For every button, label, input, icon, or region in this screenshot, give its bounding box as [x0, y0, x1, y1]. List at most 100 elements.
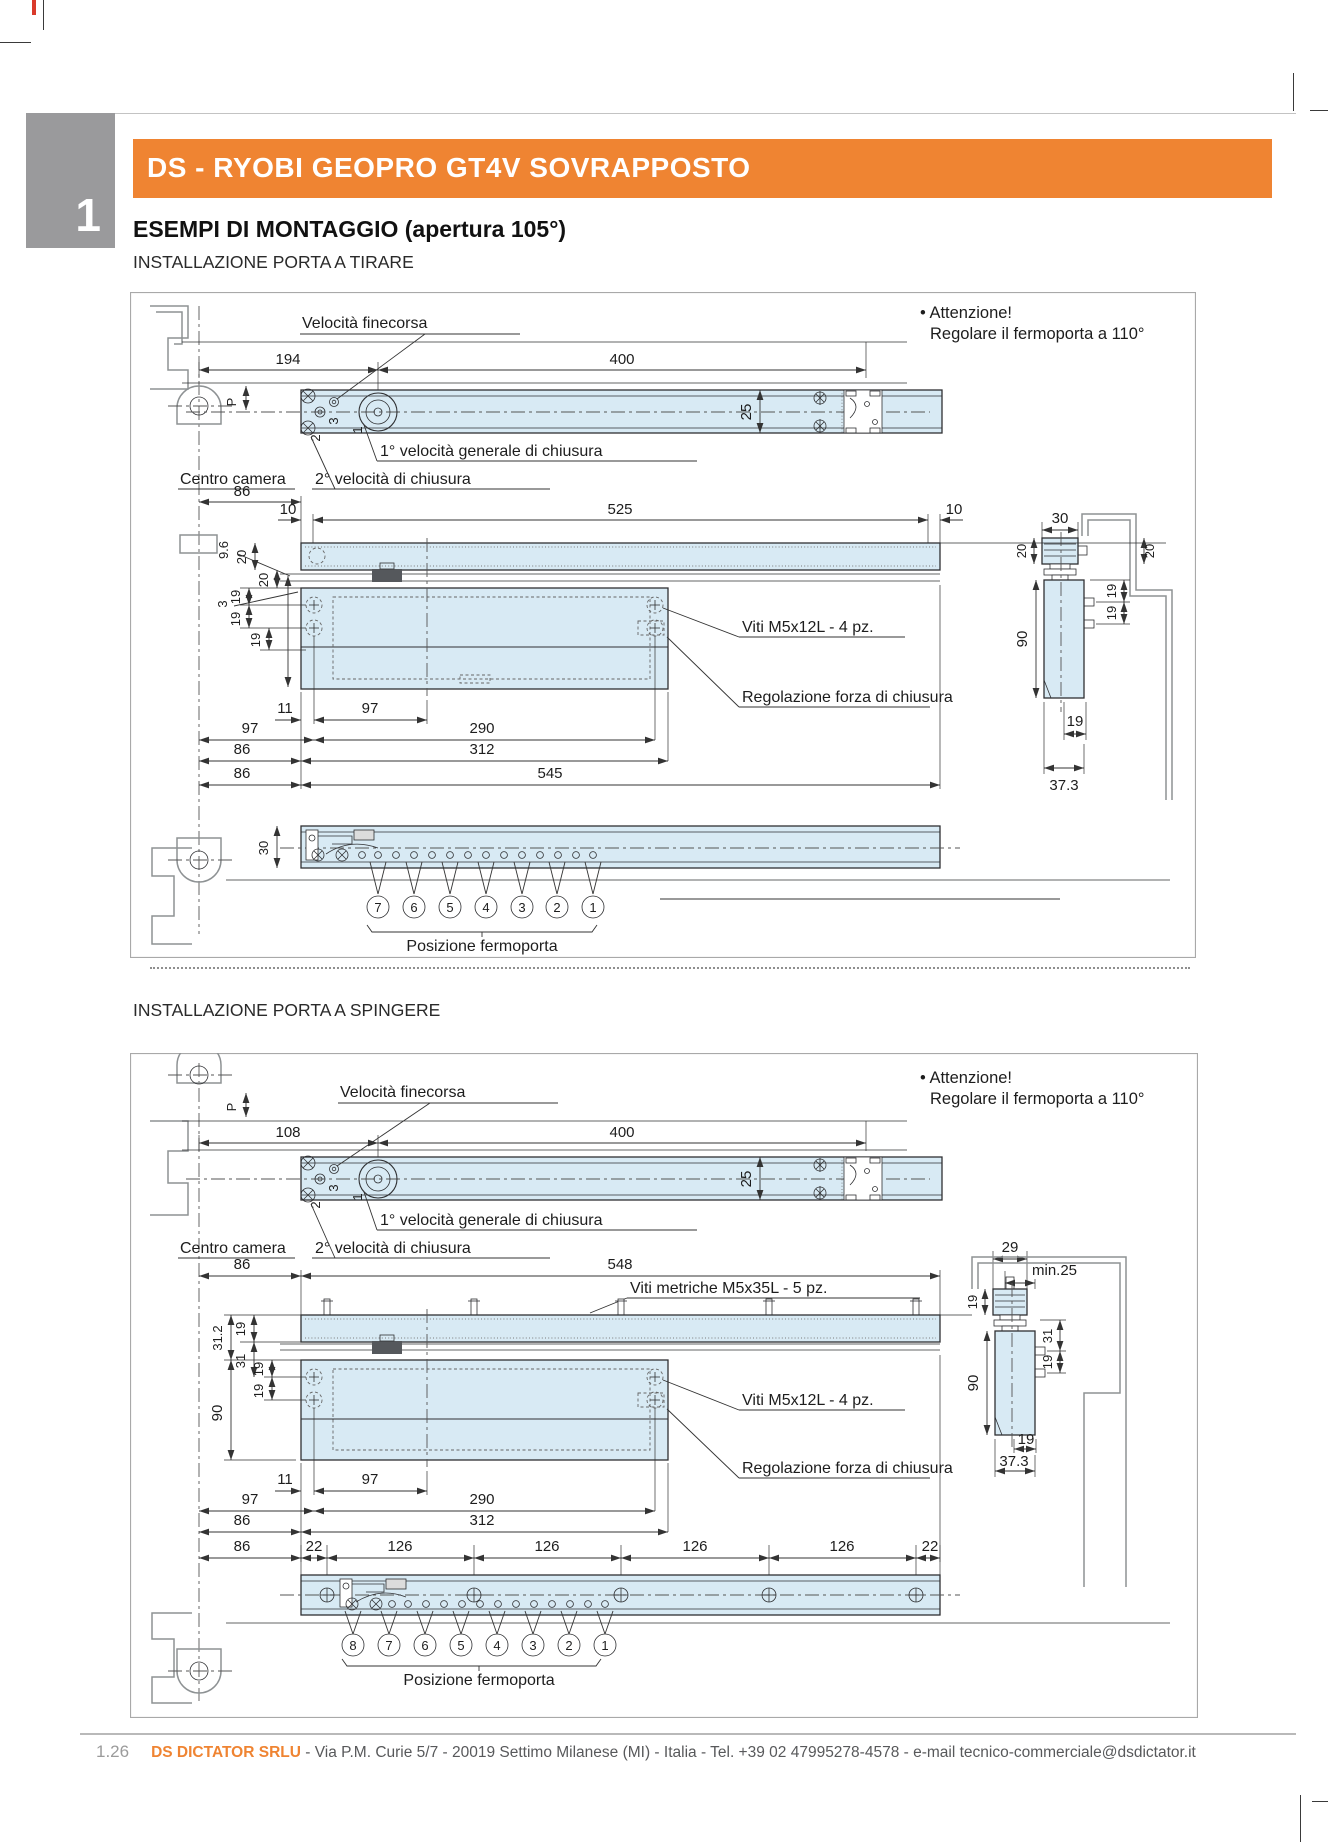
crop-mark-top-left-h [0, 42, 31, 43]
sdim-90: 90 [1014, 631, 1031, 648]
dim-97b: 97 [242, 1491, 259, 1508]
jamb-profile-inner [1087, 519, 1167, 800]
stop-1: 1 [589, 900, 596, 915]
hinge-plate [176, 385, 222, 425]
dim-194: 194 [275, 351, 300, 368]
rail-mounting-bolts [321, 1298, 922, 1316]
label-vel1: 1° velocità generale di chiusura [380, 443, 603, 460]
dim-20b: 20 [256, 573, 271, 587]
subsection-title-pull: INSTALLAZIONE PORTA A TIRARE [133, 252, 414, 272]
pull-front-view: 86 10 525 10 [179, 483, 963, 789]
label-posizione: Posizione fermoporta [403, 1672, 554, 1689]
stop-2: 2 [553, 900, 560, 915]
push-top-view: P 108 400 [150, 1053, 1145, 1259]
rail-end-screw [308, 547, 326, 565]
sdim-19r: 19 [1040, 1355, 1055, 1369]
stop-4: 4 [482, 900, 489, 915]
sdim-20r: 20 [1142, 544, 1157, 558]
dim-97b: 97 [242, 720, 259, 737]
rail-screws-plan [813, 391, 827, 433]
stop-holes [388, 1600, 609, 1608]
frame-profile [150, 1120, 189, 1216]
frame-profile-inner [156, 311, 183, 345]
dim-19a: 19 [233, 1322, 248, 1336]
dim-P: P [224, 1103, 239, 1112]
pull-side-view: 30 20 20 19 19 90 19 [940, 510, 1173, 800]
dim-86b: 86 [234, 741, 251, 758]
label-regolazione: Regolazione forza di chiusura [742, 1460, 953, 1477]
wall-anchor [179, 534, 218, 554]
stop-5: 5 [457, 1638, 464, 1653]
body-inner-outline [332, 1368, 651, 1451]
dim-126c: 126 [682, 1538, 707, 1555]
subsection-title-push: INSTALLAZIONE PORTA A SPINGERE [133, 1000, 441, 1020]
arm-hook-endcap [843, 389, 883, 434]
stop-8: 8 [349, 1638, 356, 1653]
dim-25: 25 [738, 1171, 755, 1188]
dim-290: 290 [469, 1491, 494, 1508]
stop-position-numbers: 8 7 6 5 4 3 2 1 [341, 1633, 617, 1657]
sdim-19a: 19 [1104, 584, 1119, 598]
rail-section [992, 1288, 1028, 1316]
stop-leaders [369, 861, 602, 895]
label-centro-camera: Centro camera [180, 471, 286, 488]
stop-6: 6 [421, 1638, 428, 1653]
label-viti12: Viti M5x12L - 4 pz. [742, 619, 874, 636]
frame-profile-bottom [151, 1612, 192, 1704]
crop-mark-bottom-right-h [1312, 1801, 1328, 1802]
valve-1: 1 [350, 426, 365, 433]
crop-mark-top-left-v [43, 0, 44, 30]
hinge-pin [189, 396, 209, 416]
sdim-37.3: 37.3 [1049, 777, 1078, 794]
label-vel2: 2° velocità di chiusura [315, 471, 471, 488]
spindle [1043, 563, 1077, 581]
valve-3: 3 [326, 1184, 341, 1191]
stop-3: 3 [529, 1638, 536, 1653]
dim-126a: 126 [387, 1538, 412, 1555]
dim-11: 11 [277, 700, 293, 717]
dim-290: 290 [469, 720, 494, 737]
label-viti35: Viti metriche M5x35L - 5 pz. [630, 1280, 827, 1297]
rail-bottom-view [300, 825, 941, 869]
page-number: 1.26 [96, 1742, 130, 1761]
dim-548: 548 [607, 1256, 632, 1273]
stop-2: 2 [565, 1638, 572, 1653]
sdim-19l: 19 [965, 1295, 980, 1309]
dim-86: 86 [234, 1256, 251, 1273]
sdim-31: 31 [1040, 1329, 1055, 1343]
footer-brand: DS DICTATOR SRLU [151, 1744, 301, 1761]
label-centro-camera: Centro camera [180, 1240, 286, 1257]
dim-97a: 97 [362, 700, 379, 717]
diagram-frame [130, 292, 1196, 958]
dim-90: 90 [209, 1405, 226, 1422]
dim-312: 312 [469, 741, 494, 758]
arm-pivot-block [372, 569, 402, 582]
stop-position-numbers: 7 6 5 4 3 2 1 [366, 895, 605, 919]
label-finecorsa: Velocità finecorsa [340, 1084, 466, 1101]
pinion [358, 1159, 398, 1199]
label-posizione: Posizione fermoporta [406, 938, 557, 955]
push-front-view: 86 548 Viti metriche M5x35L - 5 pz. [199, 1256, 953, 1562]
valve-3: 3 [326, 417, 341, 424]
attention-line2: Regolare il fermoporta a 110° [930, 1090, 1145, 1108]
jamb-profile-inner [977, 1262, 1121, 1587]
print-registration-mark [32, 0, 36, 15]
push-bottom-view: 86 22 126 126 126 126 22 [151, 1538, 1170, 1704]
dim-22b: 22 [922, 1538, 939, 1555]
label-vel1: 1° velocità generale di chiusura [380, 1212, 603, 1229]
dim-9.6: 9.6 [216, 541, 231, 559]
product-title: DS - RYOBI GEOPRO GT4V SOVRAPPOSTO [147, 152, 751, 183]
dim-126d: 126 [829, 1538, 854, 1555]
dim-312: 312 [469, 1512, 494, 1529]
dim-19c: 19 [251, 1384, 266, 1398]
label-viti12: Viti M5x12L - 4 pz. [742, 1392, 874, 1409]
hinge-plate-bottom [176, 1648, 222, 1694]
stop-7: 7 [385, 1638, 392, 1653]
dim-11: 11 [277, 1471, 293, 1488]
left-dim-stack: 9.6 20 20 3 19 19 19 [215, 541, 306, 687]
arm-pivot-block [372, 1341, 402, 1354]
dim-545: 545 [537, 765, 562, 782]
sdim-30: 30 [1052, 510, 1069, 527]
